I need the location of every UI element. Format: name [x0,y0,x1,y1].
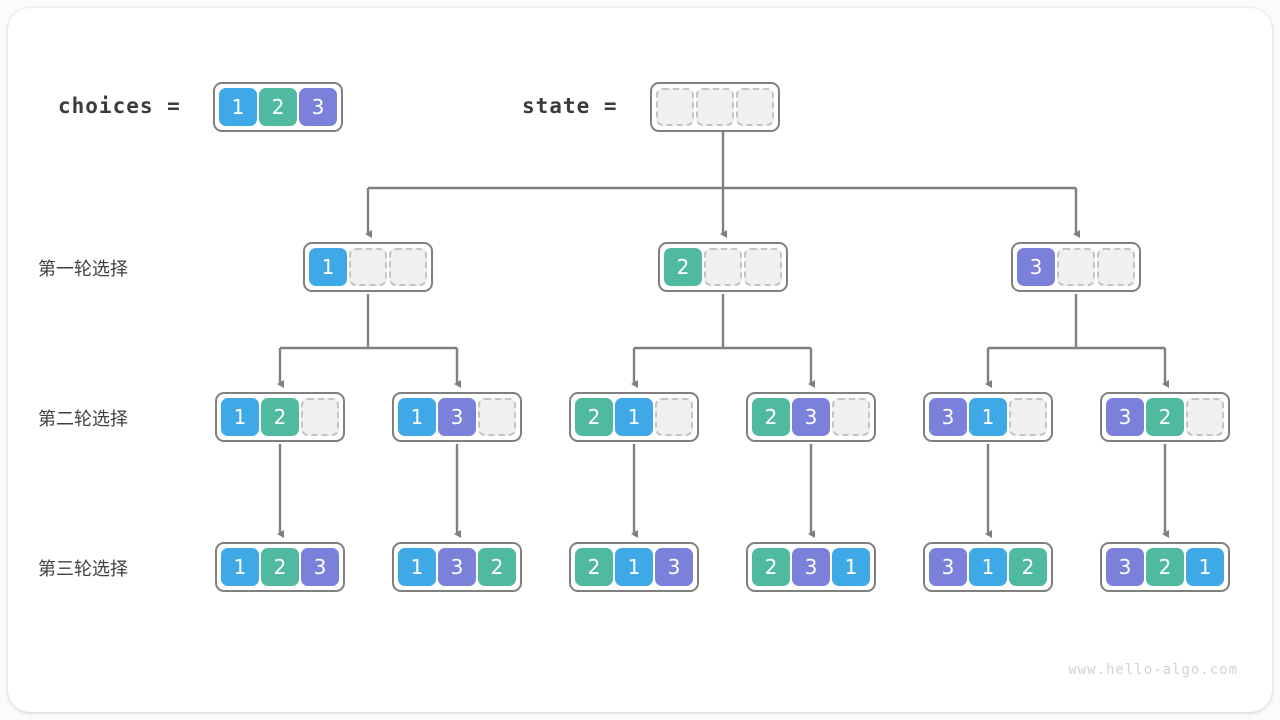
choices-label: choices = [58,94,181,118]
node-r1-2-cell-0: 2 [664,248,702,286]
node-r3-5-cell-1: 1 [969,548,1007,586]
row-label-1: 第一轮选择 [38,259,128,280]
node-r3-1-cell-0: 1 [221,548,259,586]
node-r3-3-cell-2: 3 [655,548,693,586]
node-r2-3-cell-0: 2 [575,398,613,436]
row-label-2: 第二轮选择 [38,409,128,430]
node-r1-3: 3 [1011,242,1141,292]
node-r3-5-cell-2: 2 [1009,548,1047,586]
node-r3-6-cell-0: 3 [1106,548,1144,586]
node-r2-2-cell-1: 3 [438,398,476,436]
node-r1-1-cell-2 [389,248,427,286]
state-array [650,82,780,132]
node-r2-2-cell-2 [478,398,516,436]
node-r2-2-cell-0: 1 [398,398,436,436]
state-label: state = [522,94,618,118]
node-r2-3-cell-1: 1 [615,398,653,436]
node-r3-3-cell-1: 1 [615,548,653,586]
node-r3-2-cell-0: 1 [398,548,436,586]
node-r2-1-cell-0: 1 [221,398,259,436]
node-r2-6-cell-0: 3 [1106,398,1144,436]
state-cell-0 [656,88,694,126]
node-r1-1: 1 [303,242,433,292]
watermark: www.hello-algo.com [1068,662,1238,678]
row-label-3: 第三轮选择 [38,559,128,580]
node-r3-4-cell-1: 3 [792,548,830,586]
node-r1-1-cell-1 [349,248,387,286]
choices-cell-1: 2 [259,88,297,126]
node-r1-2-cell-2 [744,248,782,286]
node-r3-2-cell-1: 3 [438,548,476,586]
node-r1-1-cell-0: 1 [309,248,347,286]
node-r3-4-cell-0: 2 [752,548,790,586]
node-r3-3-cell-0: 2 [575,548,613,586]
node-r1-3-cell-0: 3 [1017,248,1055,286]
node-r2-4-cell-2 [832,398,870,436]
choices-cell-0: 1 [219,88,257,126]
state-cell-1 [696,88,734,126]
node-r3-6-cell-1: 2 [1146,548,1184,586]
node-r2-3-cell-2 [655,398,693,436]
node-r2-1-cell-1: 2 [261,398,299,436]
choices-cell-2: 3 [299,88,337,126]
node-r2-6-cell-1: 2 [1146,398,1184,436]
node-r1-3-cell-2 [1097,248,1135,286]
node-r1-2: 2 [658,242,788,292]
node-r2-4-cell-1: 3 [792,398,830,436]
node-r3-1-cell-2: 3 [301,548,339,586]
node-r2-5-cell-2 [1009,398,1047,436]
diagram-card [8,8,1272,712]
node-r3-5-cell-0: 3 [929,548,967,586]
node-r3-6-cell-2: 1 [1186,548,1224,586]
node-r2-1-cell-2 [301,398,339,436]
node-r2-5-cell-0: 3 [929,398,967,436]
node-r1-3-cell-1 [1057,248,1095,286]
node-r3-1-cell-1: 2 [261,548,299,586]
state-cell-2 [736,88,774,126]
node-r2-4-cell-0: 2 [752,398,790,436]
node-r2-6-cell-2 [1186,398,1224,436]
node-r2-5-cell-1: 1 [969,398,1007,436]
node-r3-2-cell-2: 2 [478,548,516,586]
node-r3-4-cell-2: 1 [832,548,870,586]
node-r1-2-cell-1 [704,248,742,286]
